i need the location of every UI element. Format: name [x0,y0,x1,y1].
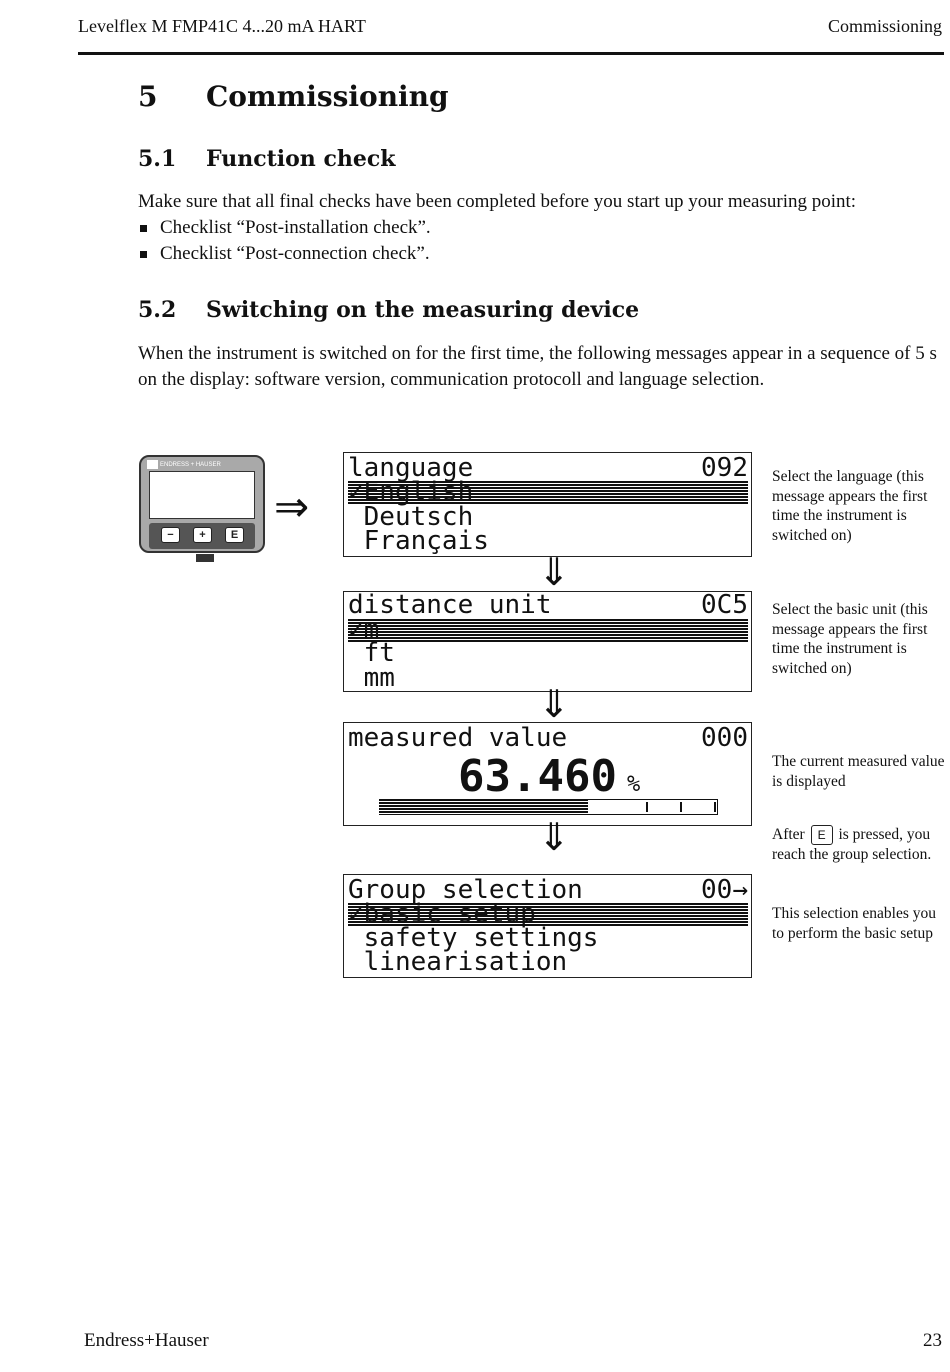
note-basic-setup: This selection enables you to perform th… [772,905,936,942]
lcd-selected-row: ✓basic setup [348,901,748,927]
double-arrow-down-icon: ⇓ [538,815,570,859]
subsection-heading-switching-on: 5.2 Switching on the measuring device [138,297,639,323]
lcd-selected-row: ✓m [348,617,748,643]
lcd-option-row: mm [348,663,395,692]
bargraph-fill [379,799,588,815]
bargraph-tick [714,802,716,812]
note-select-language: Select the language (this message appear… [772,468,928,544]
header-rule [78,52,944,55]
device-keypad: − + E [149,523,255,549]
subsection-number: 5.2 [138,297,177,323]
bullet-square-icon [140,251,147,258]
eh-logo-icon [147,460,158,469]
device-brand: ENDRESS + HAUSER [147,460,221,469]
subsection-title: Switching on the measuring device [206,297,640,323]
lcd-option-row: Deutsch [348,502,474,532]
lcd-selected-row: ✓English [348,479,748,505]
subsection-number: 5.1 [138,146,177,172]
running-header-section: Commissioning [827,16,942,36]
device-screen [149,471,255,519]
plus-key-icon: + [193,527,212,543]
minus-key-icon: − [161,527,180,543]
double-arrow-down-icon: ⇓ [538,682,570,726]
bargraph-tick [646,802,648,812]
note-after-e-pressed: After E is pressed, you reach the group … [772,825,932,864]
page-number: 23 [923,1330,942,1351]
section-heading: 5 Commissioning [138,80,449,113]
measured-value-readout: 63.460% [458,751,641,802]
bargraph [379,799,718,815]
switching-on-text: When the instrument is switched on for t… [138,343,937,390]
lcd-option-row: safety settings [348,923,599,953]
double-arrow-right-icon: ⇒ [274,482,310,531]
display-module-illustration: ENDRESS + HAUSER − + E [139,455,265,562]
lcd-option-row: ft [348,638,395,668]
bargraph-tick [680,802,682,812]
enter-key-icon: E [225,527,244,543]
function-check-intro: Make sure that all final checks have bee… [138,191,857,212]
lcd-option-row: linearisation [348,947,568,977]
note-select-unit: Select the basic unit (this message appe… [772,601,928,677]
note-measured-value: The current measured value is displayed [772,753,945,790]
subsection-title: Function check [206,146,396,172]
subsection-heading-function-check: 5.1 Function check [138,146,396,172]
lcd-option-row: Français [348,526,489,556]
section-number: 5 [138,80,158,113]
checklist-list: Checklist “Post-installation check”. Che… [138,215,431,267]
bullet-square-icon [140,225,147,232]
double-arrow-down-icon: ⇓ [538,550,570,594]
running-header-title: Levelflex M FMP41C 4...20 mA HART [78,16,366,36]
footer-brand: Endress+Hauser [84,1330,209,1351]
list-item: Checklist “Post-installation check”. [138,215,431,241]
section-title: Commissioning [206,80,449,113]
e-key-icon: E [810,825,833,846]
device-connector [196,554,214,562]
list-item: Checklist “Post-connection check”. [138,241,431,267]
